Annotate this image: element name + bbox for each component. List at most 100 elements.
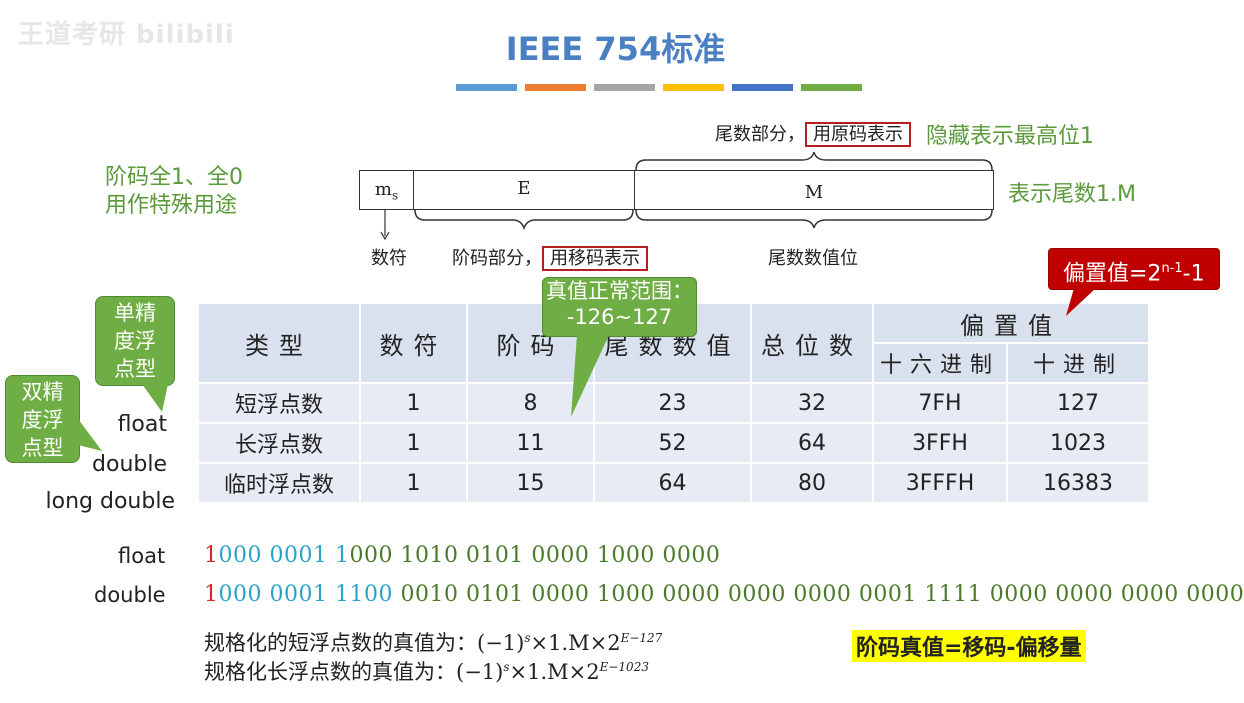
sign-field: ms <box>359 170 414 210</box>
mantissa-part-label: 尾数部分，用原码表示 <box>715 120 911 147</box>
bias-suffix: -1 <box>1182 261 1205 287</box>
single-line-1: 单精 <box>114 301 156 325</box>
bias-exponent: n-1 <box>1161 261 1183 276</box>
formula-long-sup-s: s <box>503 660 510 674</box>
single-line-2: 度浮 <box>114 329 156 353</box>
exponent-bottom-brace <box>414 209 634 231</box>
formula-long: 规格化长浮点数的真值为：(−1)s×1.M×2E−1023 <box>204 656 649 686</box>
cell-bias-dec: 1023 <box>1008 424 1148 462</box>
hidden-bit-note: 隐藏表示最高位1 <box>926 124 1094 149</box>
header-bias-dec: 十进制 <box>1008 344 1148 382</box>
single-callout-pointer <box>142 384 168 412</box>
cell-type: 临时浮点数 <box>199 464 359 502</box>
cell-bias-dec: 127 <box>1008 384 1148 422</box>
formula-long-sign: (−1) <box>456 660 504 684</box>
bits-double-exponent: 000 0001 1100 <box>218 582 393 607</box>
exponent-part-label: 阶码部分，用移码表示 <box>452 244 648 271</box>
mantissa-part-prefix: 尾数部分， <box>715 124 805 145</box>
mantissa-field: M <box>634 170 994 210</box>
formula-short-sup-s: s <box>524 631 531 645</box>
special-use-line-1: 阶码全1、全0 <box>105 165 243 190</box>
double-line-1: 双精 <box>21 380 64 404</box>
range-callout: 真值正常范围： -126~127 <box>542 277 697 337</box>
formula-short-sign: (−1) <box>477 631 525 655</box>
exponent-part-prefix: 阶码部分， <box>452 248 542 269</box>
sign-field-m: m <box>374 179 392 200</box>
cell-sign: 1 <box>361 464 466 502</box>
formula-short-mid: ×1.M×2 <box>530 631 621 655</box>
title-color-bar <box>732 84 793 91</box>
cell-bias-dec: 16383 <box>1008 464 1148 502</box>
table-row: 临时浮点数 1 15 64 80 3FFFH 16383 <box>199 464 1148 502</box>
header-bias-hex: 十六进制 <box>874 344 1006 382</box>
cell-mantissa: 23 <box>595 384 750 422</box>
bits-float-sign: 1 <box>204 543 219 568</box>
mantissa-top-brace <box>635 151 993 171</box>
bits-double-label: double <box>94 583 166 607</box>
bits-float: 1000 0001 1000 1010 0101 0000 1000 0000 <box>204 543 720 568</box>
cell-mantissa: 52 <box>595 424 750 462</box>
single-line-3: 点型 <box>114 357 156 381</box>
range-callout-pointer <box>571 335 609 417</box>
bits-double: 1000 0001 1100 0010 0101 0000 1000 0000 … <box>204 582 1244 607</box>
special-use-line-2: 用作特殊用途 <box>105 193 238 218</box>
bias-prefix: 偏置值=2 <box>1063 261 1162 287</box>
header-sign: 数符 <box>361 304 466 382</box>
header-total-bits: 总位数 <box>752 304 872 382</box>
sign-field-s: s <box>391 188 399 203</box>
cell-exponent: 11 <box>468 424 593 462</box>
header-bias: 偏置值 <box>874 304 1148 342</box>
double-line-3: 点型 <box>21 436 64 460</box>
cell-mantissa: 64 <box>595 464 750 502</box>
title-color-bar <box>525 84 586 91</box>
sign-label: 数符 <box>371 248 407 269</box>
cell-type: 短浮点数 <box>199 384 359 422</box>
bits-float-exponent: 000 0001 1 <box>218 543 350 568</box>
biased-code-box: 用移码表示 <box>542 246 648 271</box>
formula-short-prefix: 规格化的短浮点数的真值为： <box>204 631 477 655</box>
cell-sign: 1 <box>361 384 466 422</box>
mantissa-value-label: 尾数数值位 <box>768 248 858 269</box>
title-color-bar <box>801 84 862 91</box>
bits-double-mantissa: 0010 0101 0000 1000 0000 0000 0000 0001 … <box>392 582 1244 607</box>
page-title: IEEE 754标准 <box>505 30 726 68</box>
title-color-bar <box>456 84 517 91</box>
formula-long-sup-e: E−1023 <box>599 660 649 674</box>
table-row: 长浮点数 1 11 52 64 3FFH 1023 <box>199 424 1148 462</box>
title-color-bar <box>594 84 655 91</box>
cell-bias-hex: 3FFH <box>874 424 1006 462</box>
double-line-2: 度浮 <box>21 408 64 432</box>
exponent-true-value-note: 阶码真值=移码-偏移量 <box>852 630 1086 662</box>
bits-float-label: float <box>118 544 166 568</box>
range-line-1: 真值正常范围： <box>546 279 693 303</box>
bias-callout-pointer <box>1066 288 1096 316</box>
formula-short: 规格化的短浮点数的真值为：(−1)s×1.M×2E−127 <box>204 627 662 657</box>
double-precision-callout: 双精 度浮 点型 <box>5 375 80 463</box>
exponent-field: E <box>413 170 635 210</box>
bits-double-sign: 1 <box>204 582 219 607</box>
cell-bias-hex: 3FFFH <box>874 464 1006 502</box>
cell-sign: 1 <box>361 424 466 462</box>
bias-formula-callout: 偏置值=2n-1-1 <box>1048 248 1220 290</box>
formula-long-prefix: 规格化长浮点数的真值为： <box>204 660 456 684</box>
format-table: 类型 数符 阶码 尾数数值 总位数 偏置值 十六进制 十进制 短浮点数 1 8 … <box>197 302 1150 504</box>
mantissa-bottom-brace <box>635 209 993 229</box>
header-type: 类型 <box>199 304 359 382</box>
mantissa-note: 表示尾数1.M <box>1008 182 1136 207</box>
formula-long-mid: ×1.M×2 <box>509 660 600 684</box>
single-precision-callout: 单精 度浮 点型 <box>95 296 175 386</box>
range-line-2: -126~127 <box>566 305 673 329</box>
cell-total: 32 <box>752 384 872 422</box>
cell-exponent: 15 <box>468 464 593 502</box>
cell-total: 64 <box>752 424 872 462</box>
cell-bias-hex: 7FH <box>874 384 1006 422</box>
row-label-long-double: long double <box>45 489 175 514</box>
formula-short-sup-e: E−127 <box>620 631 663 645</box>
table-row: 短浮点数 1 8 23 32 7FH 127 <box>199 384 1148 422</box>
double-callout-pointer <box>78 419 102 451</box>
cell-total: 80 <box>752 464 872 502</box>
bits-float-mantissa: 000 1010 0101 0000 1000 0000 <box>349 543 721 568</box>
sign-arrow <box>380 210 390 241</box>
cell-type: 长浮点数 <box>199 424 359 462</box>
row-label-float: float <box>117 412 167 437</box>
